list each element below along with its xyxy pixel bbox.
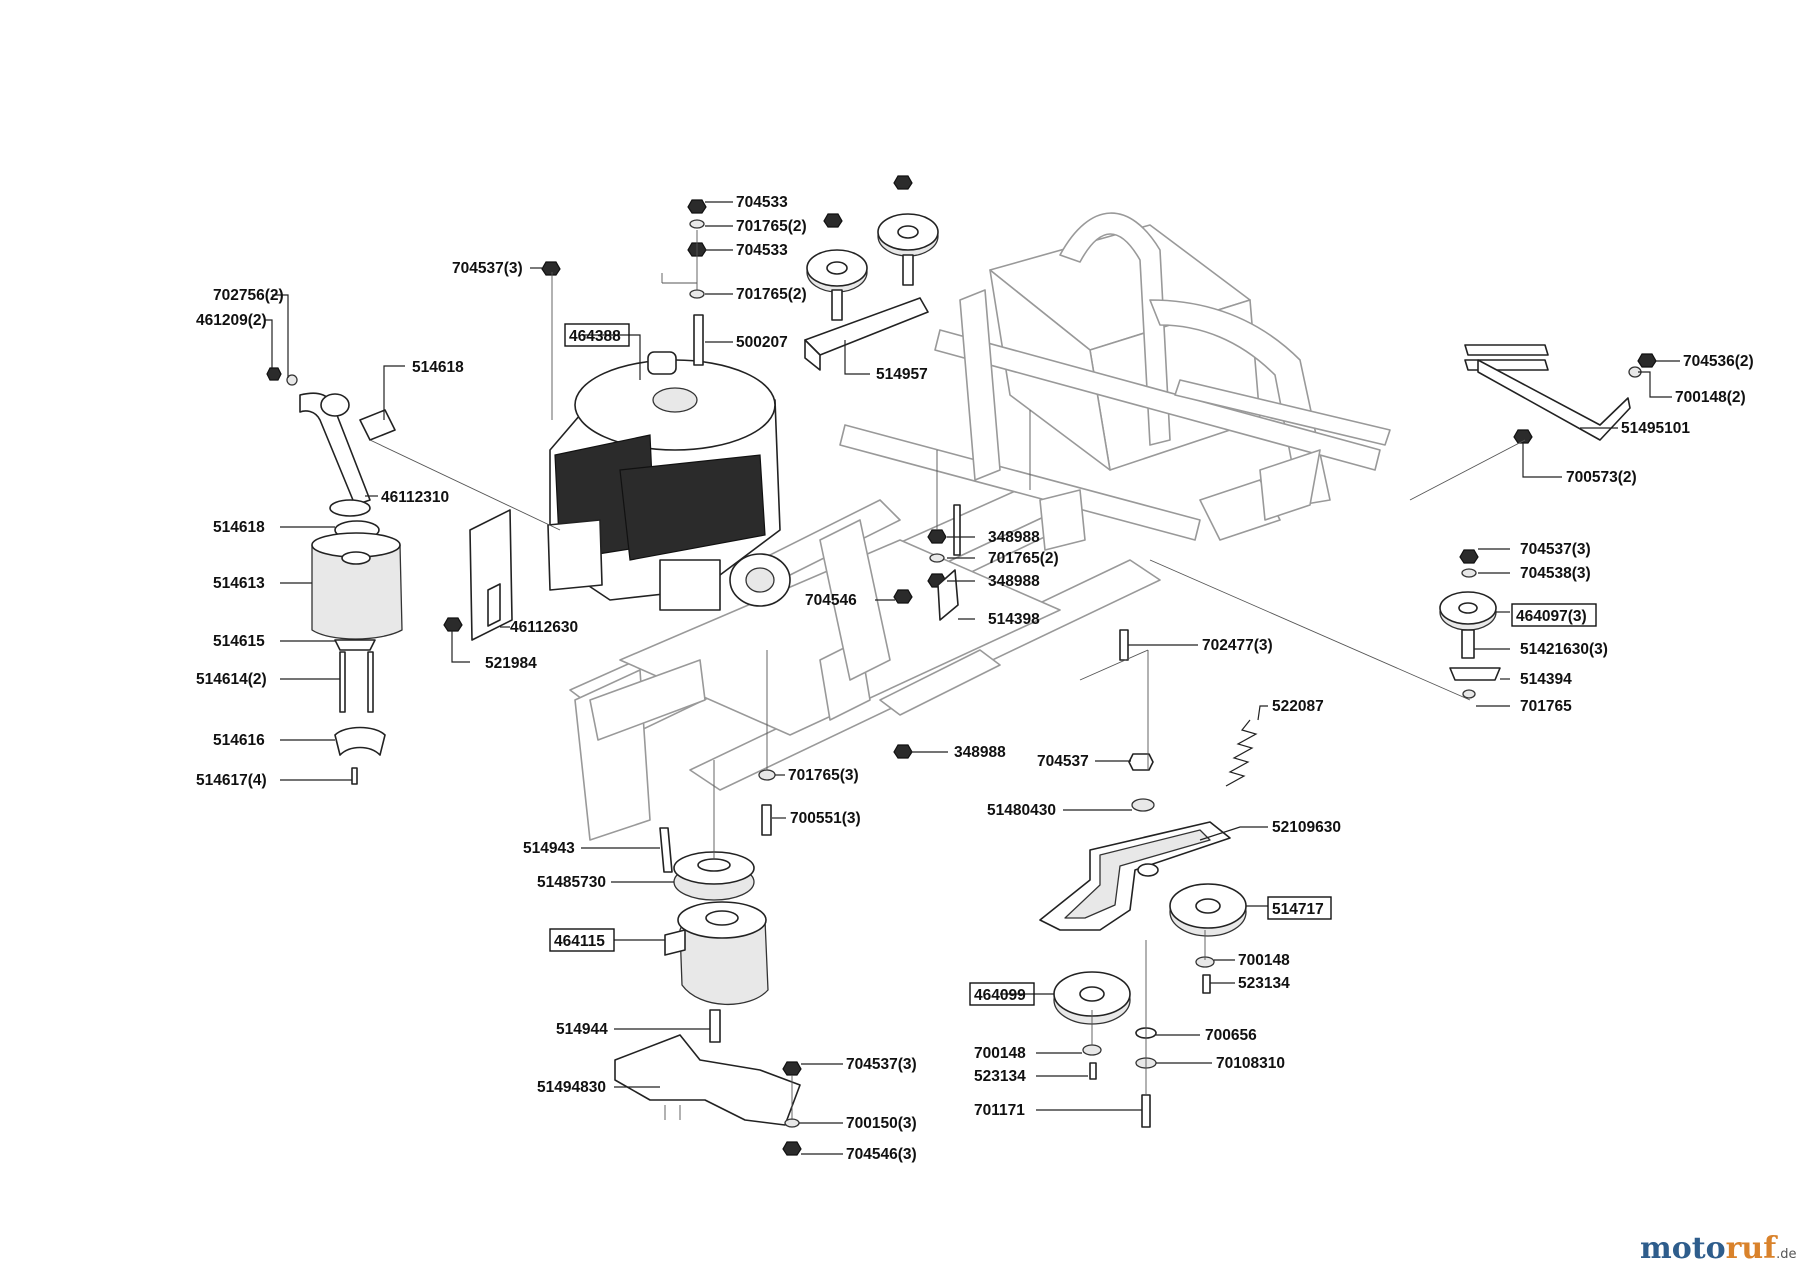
label-514943: 514943 — [523, 840, 575, 857]
watermark-part1: moto — [1640, 1231, 1726, 1266]
label-700656: 700656 — [1205, 1027, 1257, 1044]
label-514398: 514398 — [988, 611, 1040, 628]
label-514717: 514717 — [1272, 901, 1324, 918]
label-701765-2-mid: 701765(2) — [988, 550, 1059, 567]
label-70108310: 70108310 — [1216, 1055, 1285, 1072]
muffler-bracket — [334, 726, 386, 756]
watermark-logo: motoruf.de — [1640, 1231, 1797, 1266]
label-464115: 464115 — [554, 933, 605, 950]
idler-arm-spring — [1225, 719, 1258, 787]
label-701765-3: 701765(3) — [788, 767, 859, 784]
muffler-clamp — [334, 639, 376, 651]
label-500207: 500207 — [736, 334, 788, 351]
label-51485730: 51485730 — [537, 874, 606, 891]
label-700150-3: 700150(3) — [846, 1115, 917, 1132]
engine — [547, 351, 791, 611]
label-51495101: 51495101 — [1621, 420, 1690, 437]
drive-pulley — [673, 851, 755, 901]
label-704546-mid: 704546 — [805, 592, 857, 609]
label-523134-mid: 523134 — [1238, 975, 1290, 992]
label-701171: 701171 — [974, 1102, 1025, 1119]
clutch-bolt-514944 — [709, 1009, 721, 1043]
label-514615: 514615 — [213, 633, 265, 650]
label-704538-3: 704538(3) — [1520, 565, 1591, 582]
label-51421630-3: 51421630(3) — [1520, 641, 1608, 658]
svg-text:motoruf.de: motoruf.de — [1640, 1231, 1797, 1266]
label-464099-boxed: 464099 — [969, 982, 1035, 1006]
electric-clutch — [664, 901, 769, 1006]
idler-pulley-upper-left — [806, 249, 868, 321]
rear-bracket-51495101 — [1464, 344, 1631, 441]
clutch-bracket — [614, 1034, 801, 1126]
idler-arm — [1039, 821, 1231, 931]
watermark-part2: ruf — [1726, 1231, 1779, 1266]
label-514944: 514944 — [556, 1021, 608, 1038]
label-704537-3-top: 704537(3) — [452, 260, 523, 277]
idler-pulley-upper-right — [877, 213, 939, 286]
label-702756-2: 702756(2) — [213, 287, 284, 304]
label-514957: 514957 — [876, 366, 928, 383]
label-464388-boxed: 464388 — [564, 323, 630, 347]
label-514613: 514613 — [213, 575, 265, 592]
muffler-studs — [339, 651, 374, 713]
label-704537-3-lower: 704537(3) — [846, 1056, 917, 1073]
label-46112310: 46112310 — [381, 489, 449, 506]
idler-pulley-right — [1439, 591, 1501, 681]
label-464115-boxed: 464115 — [549, 928, 615, 952]
label-521984: 521984 — [485, 655, 537, 672]
label-704536-2: 704536(2) — [1683, 353, 1754, 370]
label-514394: 514394 — [1520, 671, 1572, 688]
label-523134-lower: 523134 — [974, 1068, 1026, 1085]
label-461209-2: 461209(2) — [196, 312, 267, 329]
chassis-frame — [569, 212, 1391, 841]
label-514618-top: 514618 — [412, 359, 464, 376]
pulley-bracket — [804, 297, 929, 371]
label-514617-4: 514617(4) — [196, 772, 267, 789]
label-46112630: 46112630 — [510, 619, 578, 636]
label-52109630: 52109630 — [1272, 819, 1341, 836]
label-700551-3: 700551(3) — [790, 810, 861, 827]
label-700148-mid: 700148 — [1238, 952, 1290, 969]
label-704533-top: 704533 — [736, 194, 788, 211]
label-348988-mid: 348988 — [988, 573, 1040, 590]
heat-shield — [469, 509, 513, 641]
idler-pulley-514717 — [1169, 883, 1247, 937]
label-464388: 464388 — [569, 328, 621, 345]
label-51480430: 51480430 — [987, 802, 1056, 819]
label-514717-boxed: 514717 — [1267, 896, 1332, 920]
label-464099: 464099 — [974, 987, 1026, 1004]
label-51494830: 51494830 — [537, 1079, 606, 1096]
label-704533-mid: 704533 — [736, 242, 788, 259]
label-348988-lower: 348988 — [954, 744, 1006, 761]
label-702477-3: 702477(3) — [1202, 637, 1273, 654]
label-464097-3: 464097(3) — [1516, 608, 1587, 625]
label-701765-right: 701765 — [1520, 698, 1572, 715]
label-700573-2: 700573(2) — [1566, 469, 1637, 486]
label-522087: 522087 — [1272, 698, 1324, 715]
label-701765-2-top: 701765(2) — [736, 218, 807, 235]
label-514618-mid: 514618 — [213, 519, 265, 536]
label-514616: 514616 — [213, 732, 265, 749]
label-348988-top: 348988 — [988, 529, 1040, 546]
label-701765-2-lower: 701765(2) — [736, 286, 807, 303]
label-700148-lower: 700148 — [974, 1045, 1026, 1062]
engine-bolt-500207 — [693, 314, 704, 366]
label-514614-2: 514614(2) — [196, 671, 267, 688]
label-704537-3-right: 704537(3) — [1520, 541, 1591, 558]
clutch-key — [659, 827, 673, 873]
watermark-suffix: .de — [1776, 1247, 1796, 1262]
part-labels: 704533 701765(2) 704533 704537(3) 701765… — [196, 194, 1754, 1163]
muffler — [311, 532, 403, 640]
label-704546-3: 704546(3) — [846, 1146, 917, 1163]
label-704537-center: 704537 — [1037, 753, 1089, 770]
leader-lines — [265, 201, 1680, 1155]
label-464097-3-boxed: 464097(3) — [1511, 603, 1597, 627]
exhaust-pipe — [299, 392, 396, 517]
assembly-lines — [369, 230, 1526, 1120]
label-700148-2-top: 700148(2) — [1675, 389, 1746, 406]
